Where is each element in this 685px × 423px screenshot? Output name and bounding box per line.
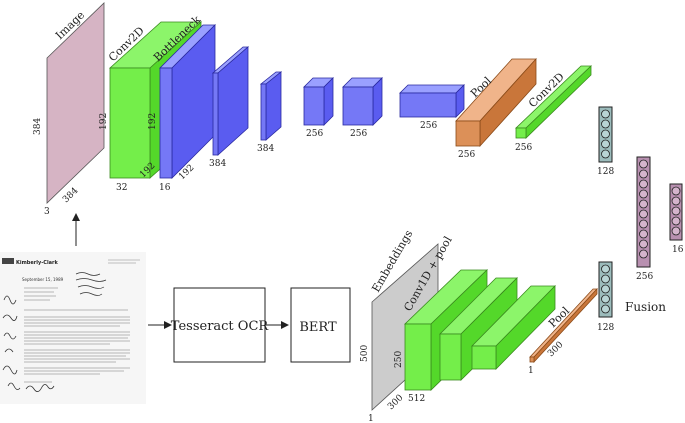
pool-bottom-dim-width: 1: [528, 366, 534, 376]
block4-dim: 384: [257, 144, 274, 154]
embeddings-dim-channels: 1: [368, 414, 374, 423]
pool-top-dim: 256: [458, 150, 475, 160]
image-dim-width: 384: [61, 186, 81, 205]
embeddings-dim-height: 500: [360, 345, 370, 362]
conv2d-dim-channels: 32: [116, 183, 127, 193]
fusion-label: Fusion: [625, 300, 666, 314]
document-date: September 15, 1989: [22, 277, 64, 282]
bottleneck-dim-channels: 16: [159, 183, 171, 193]
tesseract-ocr-box: [173, 287, 266, 363]
image-dim-height: 384: [33, 118, 43, 135]
conv2d-dim-height: 192: [99, 113, 109, 130]
conv-block-7: [399, 84, 465, 118]
bert-box: [290, 287, 351, 363]
conv1d-dim-height: 250: [394, 351, 404, 368]
pool-block-bottom: [529, 287, 598, 364]
conv2d-out-block: [515, 65, 592, 139]
fusion-vector-256: [636, 156, 651, 268]
conv2d-out-dim: 256: [515, 143, 532, 153]
block7-dim: 256: [420, 121, 437, 131]
bottleneck-dim-height: 192: [148, 113, 158, 130]
fusion-vector-256-dim: 256: [636, 272, 653, 282]
fusion-vector-16: [669, 183, 683, 241]
conv1d-dim-width: 512: [408, 394, 425, 404]
conv-block-6: [342, 77, 383, 126]
bottom-vector-dim: 128: [597, 323, 614, 333]
block3-dim: 384: [209, 159, 226, 169]
scanned-document-thumbnail: Kimberly-Clark September 15, 1989: [0, 252, 146, 404]
pool-block-top: [455, 57, 537, 148]
conv1d-block-3: [471, 285, 556, 370]
block6-dim: 256: [350, 129, 367, 139]
image-input-slab: [46, 2, 105, 204]
tesseract-ocr-label: Tesseract OCR: [171, 319, 270, 334]
conv-block-3: [211, 46, 250, 156]
bert-label: BERT: [299, 320, 337, 335]
conv-block-5: [303, 77, 334, 126]
top-feature-vector: [598, 106, 613, 163]
image-dim-channels: 3: [44, 207, 50, 217]
conv-block-4: [259, 71, 283, 141]
embeddings-dim-width: 300: [386, 393, 406, 412]
bottleneck-block: [159, 24, 216, 179]
document-logo: Kimberly-Clark: [16, 260, 59, 266]
bottom-feature-vector: [598, 261, 613, 318]
top-vector-dim: 128: [597, 167, 614, 177]
block5-dim: 256: [306, 129, 323, 139]
fusion-vector-16-dim: 16: [672, 245, 684, 255]
